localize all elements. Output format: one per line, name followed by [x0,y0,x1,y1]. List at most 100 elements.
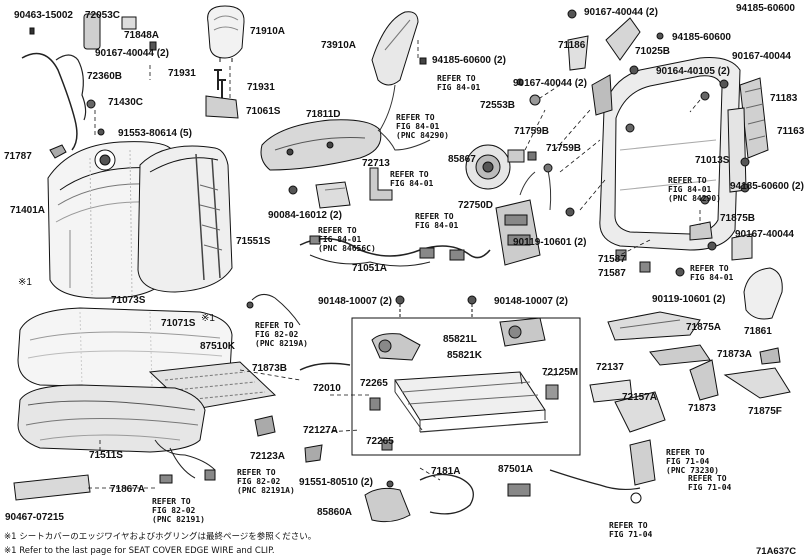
part-label: 71787 [4,151,32,162]
part-label: 71186 [558,40,586,51]
part-label: 72553B [480,100,516,111]
part-label: 90167-40044 (2) [95,48,169,59]
part-label: 72157A [622,392,658,403]
part-label: 85867 [448,154,476,165]
part-label: 90148-10007 (2) [318,296,392,307]
part-label: 90167-40044 (2) [584,7,658,18]
part-label: 71873 [688,403,716,414]
part-label: 71759B [514,126,550,137]
footnote-japanese: ※1 シートカバーのエッジワイヤおよびホグリングは最終ページを参照ください。 [4,532,317,542]
seat-back-pad-71551s [137,145,233,293]
part-label: 71183 [770,93,798,104]
part-label: 71551S [236,236,271,247]
reference-note: REFER TO FIG 84-01 (PNC 84290) [668,176,721,203]
part-label: 72010 [313,383,341,394]
part-label: 72127A [303,425,339,436]
part-label: 7181A [431,466,461,477]
reference-note: REFER TO FIG 84-01 (PNC 84290) [396,113,449,140]
part-label: 90119-10601 (2) [513,237,587,248]
part-label: 71073S [111,295,146,306]
part-label: 87510K [200,341,236,352]
seat-switch-72750d [495,171,541,266]
part-label: 90167-40044 [735,229,794,240]
part-label: 71867A [110,484,146,495]
side-airbag-73910a [371,11,419,131]
reference-note: REFER TO FIG 82-02 (PNC 82191A) [237,468,295,495]
part-label: 71163 [777,126,805,137]
part-label: 71873A [717,349,753,360]
part-label: 72125M [542,367,579,378]
side-shield-71811d [260,119,382,171]
part-label: 72265 [366,436,394,447]
reference-note: REFER TO FIG 71-04 [688,474,732,492]
part-label: 71910A [250,26,286,37]
part-label: 72123A [250,451,286,462]
part-label: 90467-07215 [5,512,64,523]
part-label: 90148-10007 (2) [494,296,568,307]
part-label: 71061S [246,106,281,117]
reference-note: REFER TO FIG 71-04 (PNC 73230) [666,448,719,475]
seat-adjuster-box [351,317,581,456]
diagram-code: 71A637C [756,546,797,557]
part-label: 94185-60600 (2) [432,55,506,66]
part-label: 71051A [352,263,388,274]
reference-note: REFER TO FIG 84-01 [415,212,459,230]
part-label: 71401A [10,205,46,216]
seat-track-72010 [394,371,549,433]
part-label: 94185-60600 [672,32,731,43]
footnote-marker: ※1 [201,313,215,324]
part-label: 71430C [108,97,144,108]
part-label: 73910A [321,40,357,51]
part-label: 71875F [748,406,782,417]
footnote-marker: ※1 [18,277,32,288]
cover-71875f [723,367,791,399]
part-label: 72750D [458,200,494,211]
part-label: 71759B [546,143,582,154]
reference-note: REFER TO FIG 84-01 (PNC 84656C) [318,226,376,253]
part-label: 71013S [695,155,730,166]
part-label: 71931 [247,82,275,93]
part-label: 90167-40044 [732,51,791,62]
side-cover-71875a [607,311,701,341]
part-label: 90167-40044 (2) [513,78,587,89]
reference-note: REFER TO FIG 82-02 (PNC 82191) [152,497,205,524]
belt-buckle [629,439,656,486]
part-label: 90084-16012 (2) [268,210,342,221]
trim-wire-72360b [21,52,78,151]
part-label: 91551-80510 (2) [299,477,373,488]
seat-back-frame-71013s [599,57,741,251]
part-label: 87501A [498,464,534,475]
part-label: 90463-15002 [14,10,73,21]
cover-71873a [649,344,711,366]
reference-note: REFER TO FIG 82-02 (PNC 8219A) [255,321,308,348]
reference-note: REFER TO FIG 71-04 [609,521,653,539]
part-label: 71875A [686,322,722,333]
part-label: 71071S [161,318,196,329]
footnote-english: ※1 Refer to the last page for SEAT COVER… [4,546,275,556]
part-label: 94185-60600 [736,3,795,14]
part-label: 85860A [317,507,353,518]
part-label: 71848A [124,30,160,41]
part-label: 71875B [720,213,756,224]
part-label: 71811D [306,109,341,120]
part-label: 85821L [443,334,477,345]
part-label: 72713 [362,158,390,169]
part-label: 71025B [635,46,671,57]
part-label: 72053C [85,10,121,21]
part-label: 71587 [598,254,626,265]
part-label: 94185-60600 (2) [730,181,804,192]
reference-note: REFER TO FIG 84-01 [437,74,481,92]
reference-note: REFER TO FIG 84-01 [390,170,434,188]
part-label: 71511S [89,450,123,461]
part-label: 72137 [596,362,624,373]
part-label: 90164-40105 (2) [656,66,730,77]
part-label: 71861 [744,326,772,337]
reference-note: REFER TO FIG 84-01 [690,264,734,282]
part-label: 71873B [252,363,288,374]
seat-cushion-pad-71511s [17,384,206,453]
lumbar-motor-85867 [465,144,525,190]
headrest-71910a [207,5,245,62]
connector-87501a [507,483,531,497]
